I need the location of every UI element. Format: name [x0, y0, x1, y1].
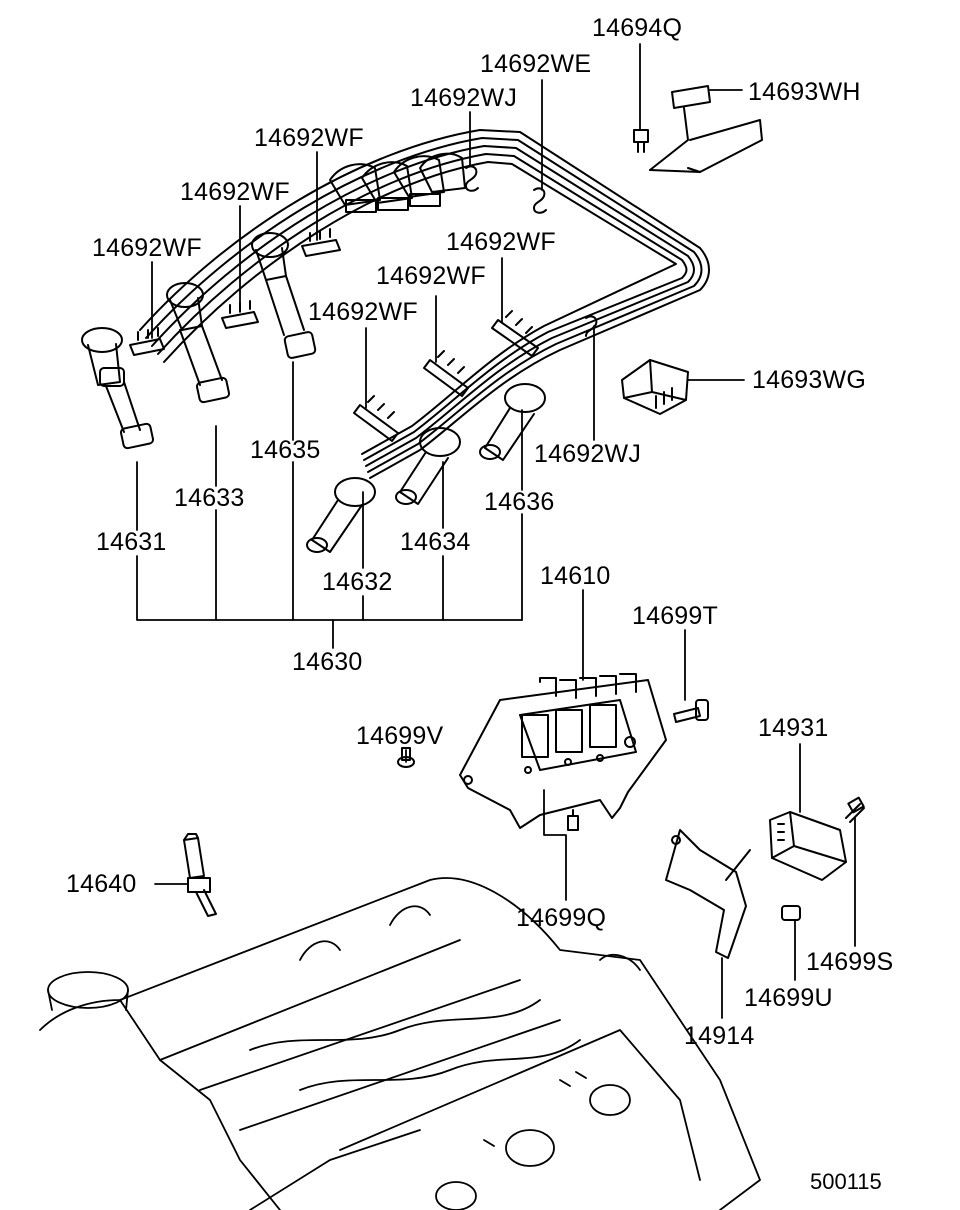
- bracket-14914: [666, 830, 750, 958]
- callout-14931: 14931: [758, 714, 829, 742]
- callout-14636: 14636: [484, 488, 555, 516]
- callout-14634: 14634: [400, 528, 471, 556]
- callout-14631: 14631: [96, 528, 167, 556]
- callout-14640: 14640: [66, 870, 137, 898]
- callout-14694Q: 14694Q: [592, 14, 683, 42]
- callout-14692WF-a: 14692WF: [254, 124, 364, 152]
- diagram-reference-number: 500115: [810, 1169, 882, 1194]
- callout-14699Q: 14699Q: [516, 904, 607, 932]
- callout-14633: 14633: [174, 484, 245, 512]
- wire-clips: [130, 229, 538, 441]
- wire-boot-cluster: [330, 154, 465, 212]
- callout-14692WJ-top: 14692WJ: [410, 84, 518, 112]
- callout-14914: 14914: [684, 1022, 755, 1050]
- callout-14630: 14630: [292, 648, 363, 676]
- callout-14692WF-e: 14692WF: [376, 262, 486, 290]
- spark-plug-14640: [184, 834, 216, 916]
- callout-14699S: 14699S: [806, 948, 894, 976]
- bolt-14694Q: [634, 130, 648, 152]
- callout-14693WH: 14693WH: [748, 78, 861, 106]
- bracket-14693WG: [622, 360, 688, 414]
- bracket-14693WH: [650, 86, 762, 172]
- engine-block: [40, 878, 760, 1210]
- callout-14692WE: 14692WE: [480, 50, 592, 78]
- igniter-14931: [770, 812, 846, 880]
- callout-14692WF-c: 14692WF: [92, 234, 202, 262]
- plug-wire-14634: [396, 428, 460, 504]
- callout-14699U: 14699U: [744, 984, 833, 1012]
- bolts: [398, 700, 864, 920]
- leader-lines: [137, 44, 855, 1018]
- callout-14699V: 14699V: [356, 722, 444, 750]
- callout-14610: 14610: [540, 562, 611, 590]
- callout-14635: 14635: [250, 436, 321, 464]
- callout-14692WJ-mid: 14692WJ: [534, 440, 642, 468]
- plug-wire-14633: [167, 283, 230, 403]
- callout-14692WF-f: 14692WF: [308, 298, 418, 326]
- plug-wire-14631: [82, 328, 154, 449]
- callout-14693WG: 14693WG: [752, 366, 866, 394]
- callout-14699T: 14699T: [632, 602, 718, 630]
- callout-14632: 14632: [322, 568, 393, 596]
- plug-wire-14632: [307, 478, 375, 552]
- plug-wire-14636: [480, 384, 545, 460]
- callout-14692WF-d: 14692WF: [446, 228, 556, 256]
- ignition-coil-14610: [460, 674, 666, 828]
- callout-14692WF-b: 14692WF: [180, 178, 290, 206]
- cable-harness: [140, 130, 709, 478]
- plug-wire-14635: [252, 233, 316, 359]
